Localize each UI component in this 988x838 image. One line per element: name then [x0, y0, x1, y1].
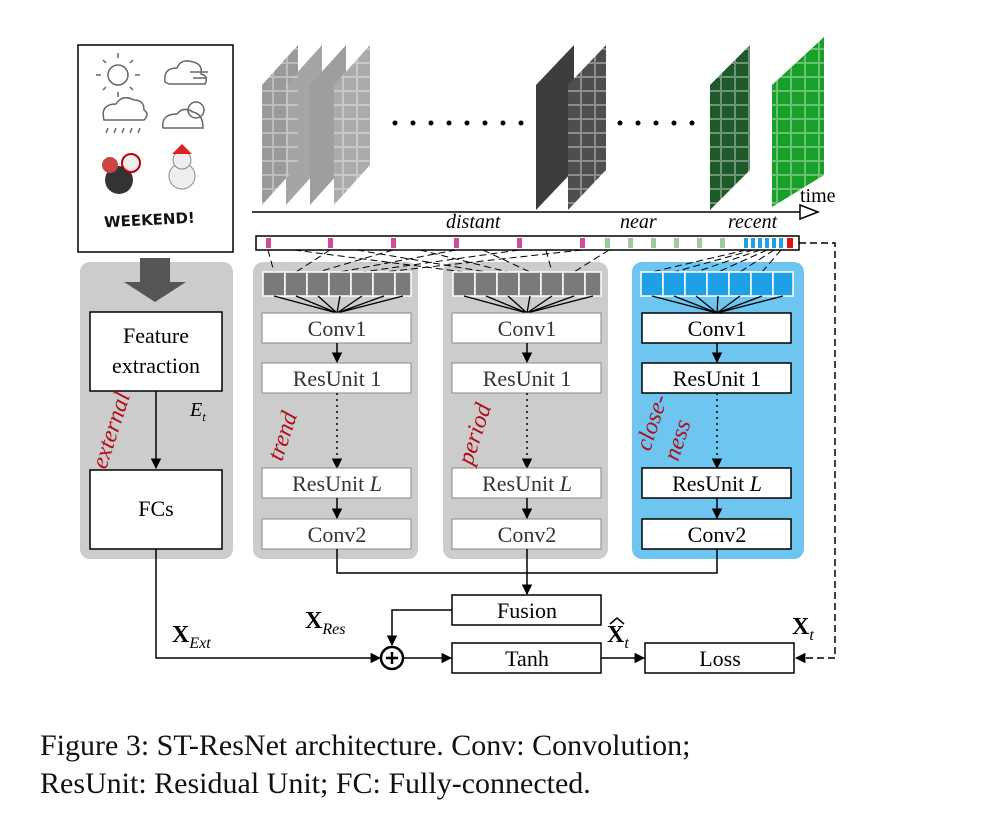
external-branch: Feature extraction FCs [89, 258, 223, 550]
period-resunit1: ResUnit 1 [483, 366, 572, 391]
closeness-branch: Conv1 ResUnit 1 ResUnit L Conv2 [641, 312, 792, 550]
frames-recent [710, 37, 824, 210]
feature-extraction-line1: Feature [123, 323, 189, 348]
timeline-label-recent: recent [728, 211, 778, 233]
loss-box [644, 642, 795, 674]
time-axis [252, 203, 821, 221]
feature-extraction-line2: extraction [112, 353, 200, 378]
ground-truth-path [794, 242, 836, 664]
down-block-arrow-icon [124, 258, 186, 302]
caption-line-1: Figure 3: ST-ResNet architecture. Conv: … [40, 729, 691, 762]
period-conv1: Conv1 [498, 316, 557, 341]
merge-lines [336, 549, 718, 596]
snowman-icon [168, 144, 196, 190]
sports-icon [102, 153, 141, 194]
weekend-label: WEEKEND! [104, 209, 196, 232]
loss-label: Loss [699, 646, 741, 671]
period-conv2: Conv2 [498, 522, 557, 547]
closeness-conv1: Conv1 [688, 316, 747, 341]
trend-conv2: Conv2 [308, 522, 367, 547]
time-label: time [800, 185, 836, 207]
closeness-conv2: Conv2 [688, 522, 747, 547]
frames-distant [262, 45, 370, 205]
period-resunitL: ResUnit L [482, 471, 572, 496]
fcs-to-plus [155, 549, 382, 664]
closeness-input-cells [640, 271, 794, 297]
rain-icon [102, 97, 148, 134]
plus-node [379, 645, 405, 671]
wind-cloud-icon [164, 60, 208, 85]
external-info-box [77, 44, 234, 253]
x-hat-label: Xt [607, 622, 629, 652]
ellipsis-dots [392, 120, 695, 126]
timeline-label-distant: distant [446, 211, 501, 233]
period-input-cells [452, 271, 602, 297]
fan-lines [273, 295, 784, 314]
tanh-label: Tanh [505, 646, 549, 671]
tanh-box [451, 642, 602, 674]
period-panel [443, 262, 608, 559]
closeness-resunit1: ResUnit 1 [673, 366, 762, 391]
fcs-label: FCs [138, 496, 173, 521]
x-res-label: XRes [305, 608, 345, 638]
fusion-to-plus [386, 609, 452, 647]
x-t-label: Xt [792, 614, 814, 644]
caption-line-2: ResUnit: Residual Unit; FC: Fully-connec… [40, 767, 591, 800]
sun-icon [96, 53, 140, 97]
trend-resunitL: ResUnit L [292, 471, 382, 496]
fusion-label: Fusion [497, 598, 557, 623]
fusion-box [451, 594, 602, 626]
et-label: Et [189, 399, 206, 424]
trend-resunit1: ResUnit 1 [293, 366, 382, 391]
timeline-bar [255, 235, 800, 251]
partly-cloudy-icon [162, 101, 205, 129]
timeline-label-near: near [620, 211, 657, 233]
frames-near [536, 45, 606, 210]
closeness-resunitL: ResUnit L [672, 471, 762, 496]
x-ext-label: XExt [172, 622, 211, 652]
trend-conv1: Conv1 [308, 316, 367, 341]
selection-lines [267, 249, 782, 273]
trend-input-cells [262, 271, 412, 297]
hat-mark [609, 617, 625, 625]
trend-branch: Conv1 ResUnit 1 ResUnit L Conv2 [261, 312, 412, 550]
period-branch: Conv1 ResUnit 1 ResUnit L Conv2 [451, 312, 602, 550]
